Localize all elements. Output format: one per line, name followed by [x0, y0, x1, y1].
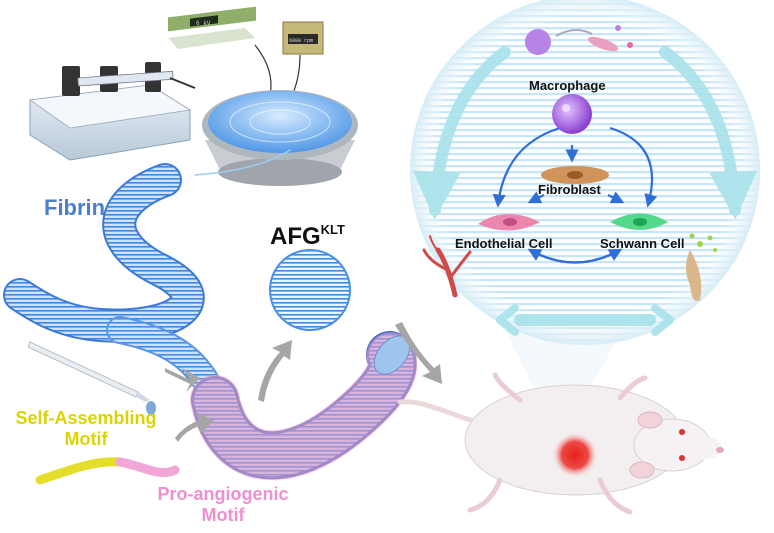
cell-network-arrows [492, 126, 658, 264]
cycle-arrows [412, 46, 758, 336]
pro-angiogenic-line2: Motif [201, 505, 245, 525]
fibroblast-cell [541, 166, 609, 184]
macrophage-cell [552, 94, 592, 134]
rotation-controller [282, 21, 324, 55]
syringe-pump [28, 62, 196, 161]
schwann-cell-label: Schwann Cell [600, 236, 685, 251]
motif-strand [35, 457, 180, 485]
afg-klt-cross-section [269, 249, 351, 331]
voltage-display: 6 kV [196, 20, 211, 27]
fibrin-label: Fibrin [44, 195, 106, 220]
afg-klt-scaffold [190, 330, 418, 481]
schwann-cell [610, 213, 668, 230]
self-assembling-line1: Self-Assembling [15, 408, 157, 428]
afg-label-superscript: KLT [320, 222, 345, 237]
process-arrows [165, 322, 442, 442]
speed-display: 6000 rpm [289, 38, 313, 44]
nerve-regeneration-icon [686, 233, 717, 301]
fibroblast-label: Fibroblast [538, 182, 601, 197]
pro-angiogenic-motif-label: Pro-angiogenic Motif [142, 484, 304, 526]
fibrin-fiber-bundle [3, 149, 291, 414]
pro-angiogenic-line1: Pro-angiogenic [157, 484, 289, 504]
cell-interaction-bubble [410, 0, 760, 440]
macrophage-to-fibroblast-icon [525, 25, 633, 55]
self-assembling-line2: Motif [64, 429, 108, 449]
macrophage-label: Macrophage [529, 78, 606, 93]
afg-label-main: AFG [270, 223, 321, 250]
rotating-collector-dish [202, 90, 358, 186]
pipette [27, 341, 156, 415]
afg-klt-label: AFGKLT [270, 222, 345, 251]
self-assembling-motif-label: Self-Assembling Motif [0, 408, 172, 450]
blood-vessel-icon [422, 235, 472, 298]
endothelial-cell-label: Endothelial Cell [455, 236, 553, 251]
voltage-supply [168, 6, 256, 49]
rat-model [397, 372, 724, 515]
endothelial-cell [478, 213, 540, 231]
